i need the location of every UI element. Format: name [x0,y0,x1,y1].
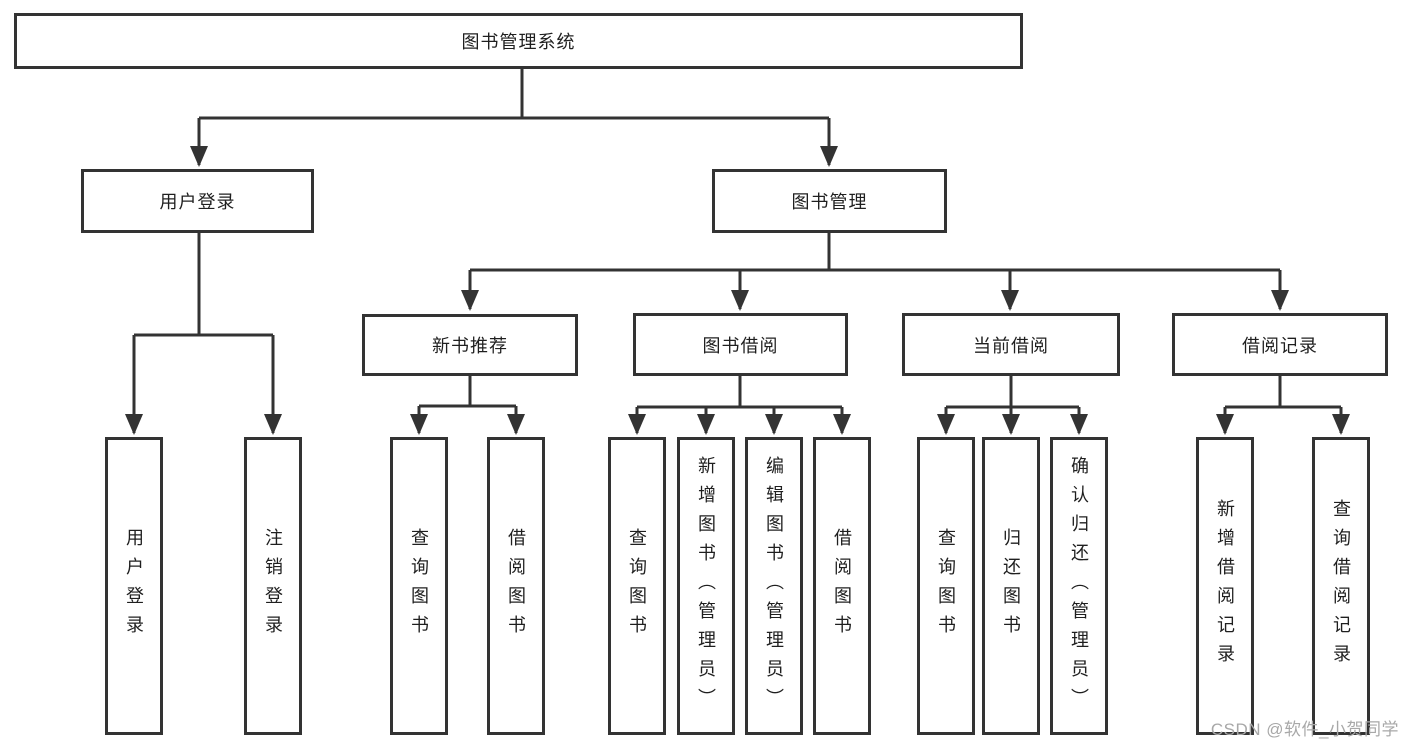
leaf-query-books-recommend: 查询图书 [390,437,448,735]
leaf-confirm-return-admin: 确认归还（管理员） [1050,437,1108,735]
leaf-borrow-books-borrowing: 借阅图书 [813,437,871,735]
leaf-logout: 注销登录 [244,437,302,735]
leaf-query-books-current: 查询图书 [917,437,975,735]
node-book-management: 图书管理 [712,169,947,233]
leaf-query-books-borrowing: 查询图书 [608,437,666,735]
node-current-borrowing: 当前借阅 [902,313,1120,376]
node-book-borrowing: 图书借阅 [633,313,848,376]
leaf-add-book-admin: 新增图书（管理员） [677,437,735,735]
leaf-add-borrow-record: 新增借阅记录 [1196,437,1254,735]
leaf-return-book: 归还图书 [982,437,1040,735]
node-new-book-recommendation: 新书推荐 [362,314,578,376]
node-library-management-system: 图书管理系统 [14,13,1023,69]
csdn-watermark: CSDN @软件_小贺同学 [1210,720,1399,739]
leaf-borrow-books-recommend: 借阅图书 [487,437,545,735]
leaf-edit-book-admin: 编辑图书（管理员） [745,437,803,735]
leaf-query-borrow-record: 查询借阅记录 [1312,437,1370,735]
leaf-user-login: 用户登录 [105,437,163,735]
node-borrowing-records: 借阅记录 [1172,313,1388,376]
node-user-login: 用户登录 [81,169,314,233]
